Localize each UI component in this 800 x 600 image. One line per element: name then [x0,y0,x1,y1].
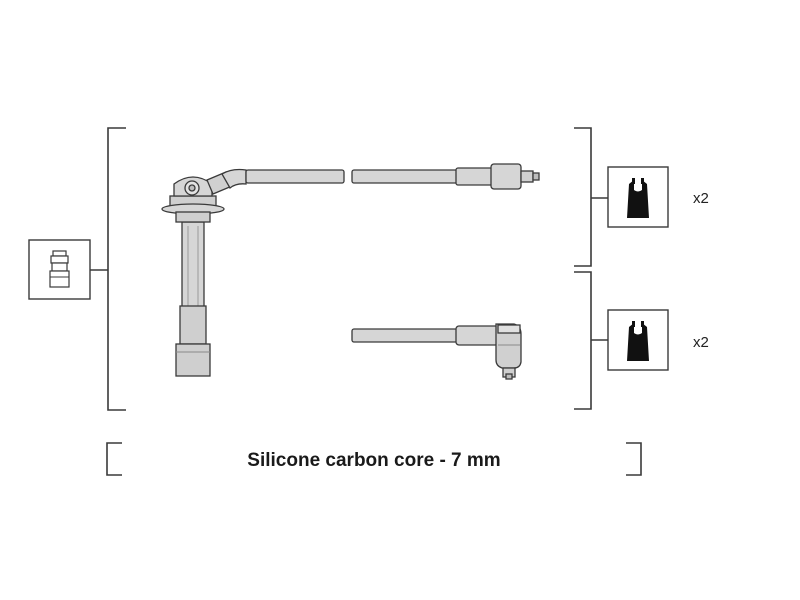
short-ignition-cable [351,323,522,380]
cable-segment [351,169,459,184]
spark-plug-connector-box-bottom [607,309,669,371]
distributor-terminal-icon [49,250,70,288]
right-bracket-bottom [574,271,592,410]
distributor-connector-box [28,239,91,300]
quantity-label-top: x2 [693,190,709,207]
cable-end-terminal [490,163,522,190]
plug-boot-terminal [175,343,211,377]
long-ignition-cable [161,163,540,377]
spark-plug-connector-box-top [607,166,669,228]
cable-spec-caption: Silicone carbon core - 7 mm [247,450,500,471]
spark-plug-boot-icon [627,323,649,361]
left-bracket [107,127,126,411]
right-bracket-top [574,127,592,267]
spark-plug-boot-icon [627,180,649,218]
cable-segment [351,328,459,343]
quantity-label-bottom: x2 [693,334,709,351]
caption-bracket-left [106,442,122,476]
cable-segment [245,169,345,184]
caption-bracket-right [626,442,642,476]
